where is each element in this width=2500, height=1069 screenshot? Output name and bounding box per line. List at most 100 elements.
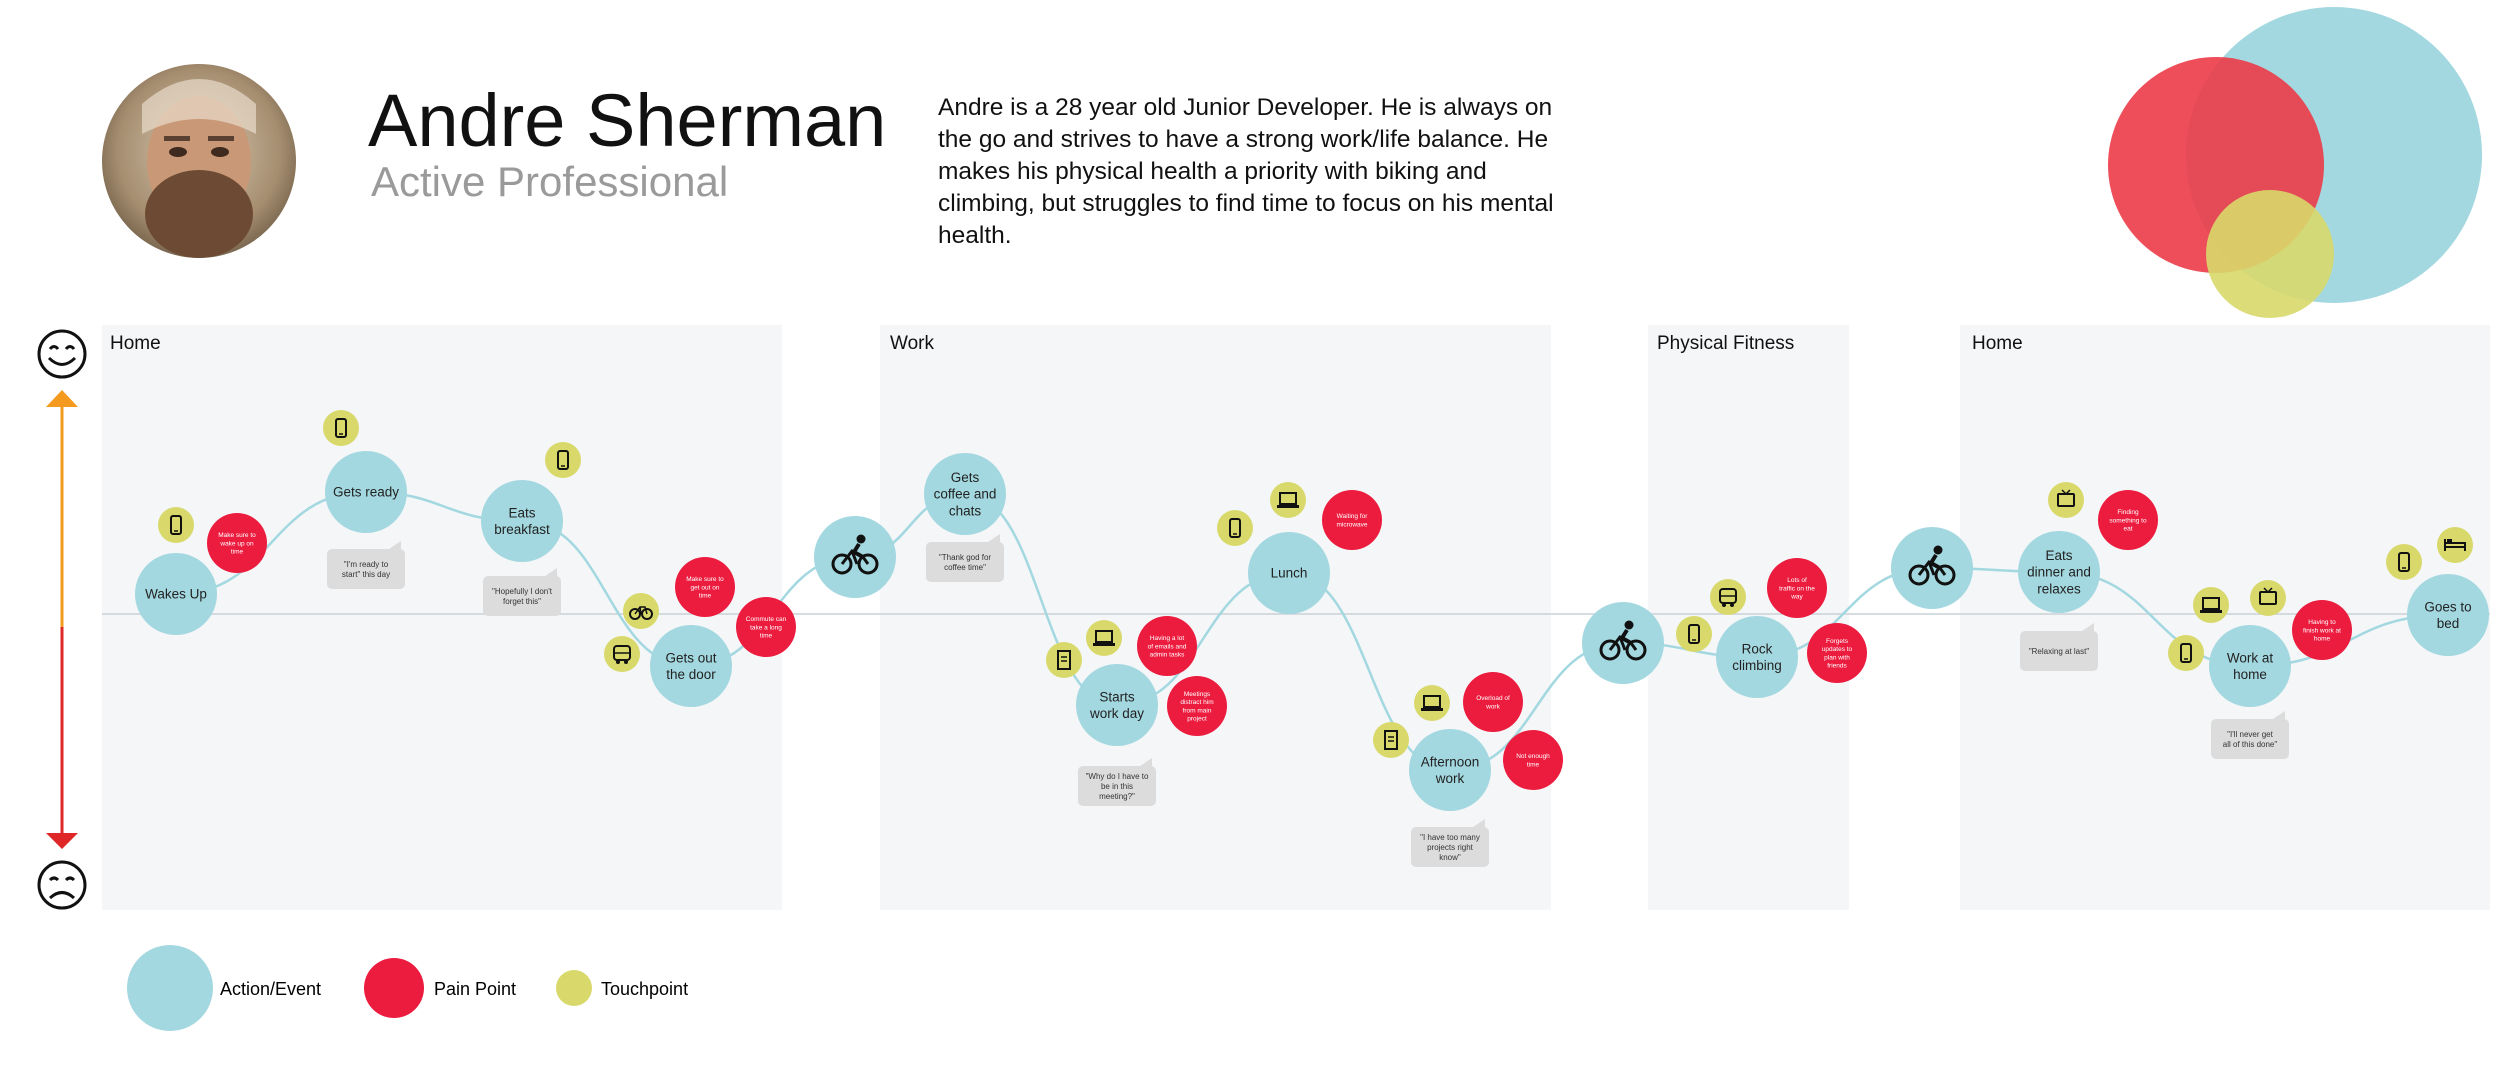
legend-action-swatch	[127, 945, 213, 1031]
action-node: Lunch	[1248, 532, 1330, 614]
phone-icon	[2398, 552, 2410, 572]
touchpoint-circle	[1270, 482, 1306, 518]
laptop-icon	[1093, 630, 1115, 646]
persona-avatar	[102, 64, 296, 258]
touchpoint-circle	[1086, 620, 1122, 656]
pain-circle	[2292, 600, 2352, 660]
phone-icon	[2180, 643, 2192, 663]
phone-icon	[335, 418, 347, 438]
touchpoint-circle	[2048, 482, 2084, 518]
action-node: Wakes Up	[135, 553, 217, 635]
section-panel	[880, 325, 1551, 910]
touchpoint-circle	[1373, 722, 1409, 758]
bus-icon	[1719, 588, 1737, 607]
pain-circle	[1463, 672, 1523, 732]
bed-icon	[2444, 539, 2466, 551]
action-circle	[2407, 574, 2489, 656]
action-circle	[325, 451, 407, 533]
legend-pain-label: Pain Point	[434, 979, 516, 999]
action-circle	[481, 480, 563, 562]
phone-icon	[170, 515, 182, 535]
action-circle	[650, 625, 732, 707]
quote-tail	[545, 568, 557, 576]
pain-circle	[1503, 730, 1563, 790]
action-circle	[1409, 729, 1491, 811]
action-node: Gets ready	[325, 451, 407, 533]
touchpoint	[1373, 722, 1409, 758]
quote-box	[1078, 766, 1156, 806]
mood-scale	[37, 329, 87, 910]
touchpoint	[604, 636, 640, 672]
touchpoint-circle	[158, 507, 194, 543]
quote-box	[926, 542, 1004, 582]
touchpoint-circle	[604, 636, 640, 672]
section-panel	[1960, 325, 2490, 910]
quote-text: "Relaxing at last"	[2029, 647, 2090, 656]
action-circle	[135, 553, 217, 635]
bike-icon	[1599, 620, 1647, 661]
laptop-icon	[1421, 695, 1443, 711]
persona-name: Andre Sherman	[368, 79, 887, 162]
action-node	[814, 516, 896, 598]
quote-tail	[1140, 758, 1152, 766]
touchpoint	[2437, 527, 2473, 563]
pain-circle	[1167, 676, 1227, 736]
touchpoint	[323, 410, 359, 446]
arrow-down-icon	[46, 627, 78, 849]
touchpoint	[623, 593, 659, 629]
section-label: Home	[110, 333, 161, 354]
section-panels	[102, 325, 2490, 910]
legend-touch-label: Touchpoint	[601, 979, 688, 999]
book-icon	[1057, 650, 1071, 670]
happy-face-icon	[37, 329, 87, 379]
touchpoint	[1217, 510, 1253, 546]
legend-touch-swatch	[556, 970, 592, 1006]
pain-circle	[1807, 623, 1867, 683]
touchpoint	[1414, 685, 1450, 721]
quote-tail	[2082, 623, 2094, 631]
touchpoint	[2250, 580, 2286, 616]
touchpoint	[2168, 635, 2204, 671]
pain-circle	[1767, 558, 1827, 618]
arrow-up-icon	[46, 390, 78, 688]
avatar-photo	[102, 64, 296, 258]
touchpoint	[2193, 587, 2229, 623]
action-circle	[1716, 616, 1798, 698]
touchpoint	[1676, 616, 1712, 652]
